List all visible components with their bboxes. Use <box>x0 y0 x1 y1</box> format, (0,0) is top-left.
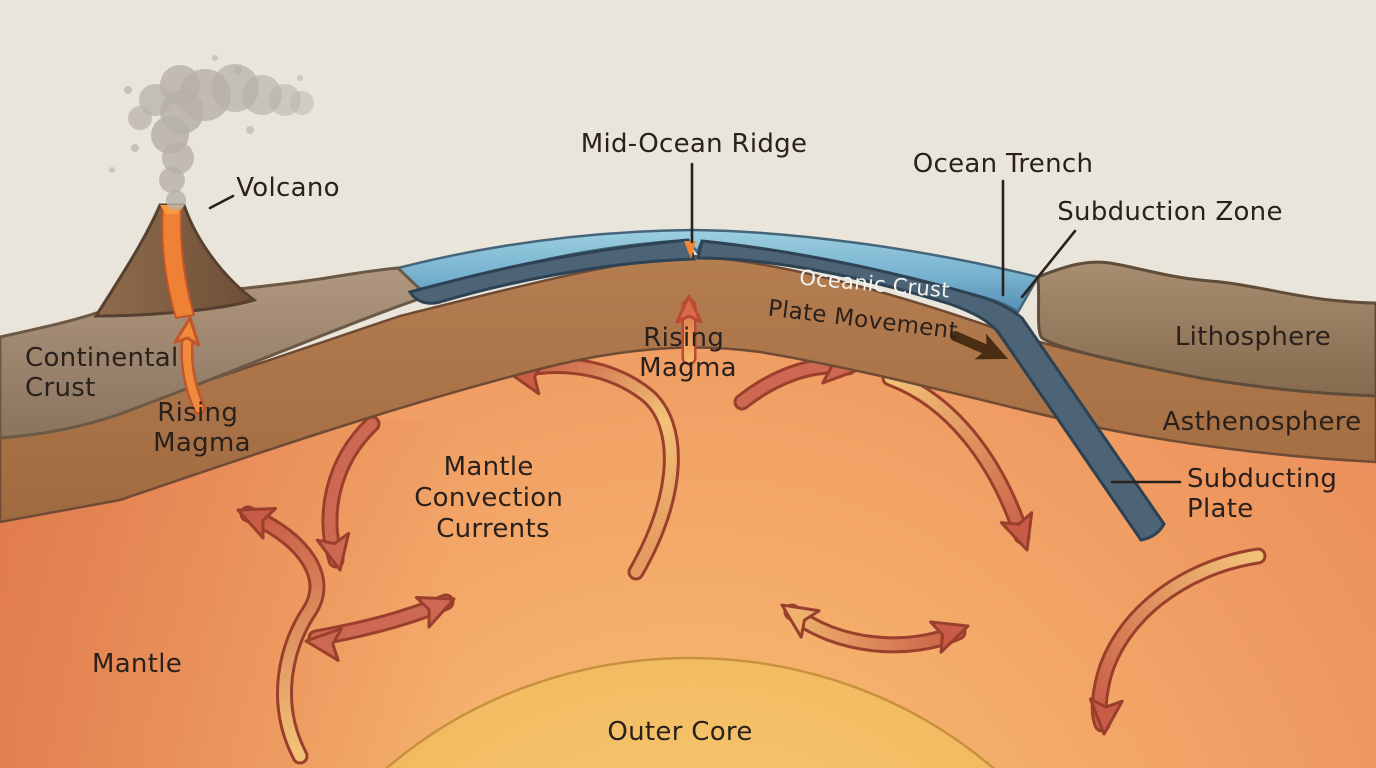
label-subducting-plate: Subducting Plate <box>1187 464 1346 524</box>
convection-arrow-far-right <box>1086 547 1267 737</box>
rising-magma-arrow-ridge <box>675 294 703 366</box>
volcano <box>93 203 258 320</box>
convection-arrows <box>230 349 1267 765</box>
leader-subduction-zone <box>1020 229 1077 299</box>
oceanic-crust-left <box>407 238 697 305</box>
label-continental-crust: Continental Crust <box>25 343 187 403</box>
convection-arrow-right-down <box>881 369 1044 557</box>
convection-arrow-left-bottom <box>302 582 462 662</box>
convection-arrow-left-down <box>315 415 381 575</box>
outer-core <box>385 656 995 768</box>
label-lithosphere: Lithosphere <box>1175 322 1331 352</box>
label-volcano: Volcano <box>236 173 340 203</box>
label-outer-core: Outer Core <box>607 717 752 747</box>
label-mid-ocean-ridge: Mid-Ocean Ridge <box>581 129 808 159</box>
label-rising-magma-volcano: Rising Magma <box>153 398 251 458</box>
subducting-slab <box>696 239 1166 542</box>
label-rising-magma-ridge: Rising Magma <box>639 323 737 383</box>
ridge-magma <box>684 241 696 259</box>
leader-volcano <box>208 194 235 210</box>
convection-arrow-far-left-rise <box>230 493 326 765</box>
label-mantle: Mantle <box>92 649 182 679</box>
rising-magma-arrow-volcano <box>173 315 206 415</box>
right-landmass <box>1036 260 1376 398</box>
convection-arrow-right-bottom <box>771 590 975 654</box>
label-ocean-trench: Ocean Trench <box>913 149 1093 179</box>
convection-arrow-left-top <box>503 354 680 581</box>
magma-conduit <box>161 206 196 320</box>
plate-movement-arrow <box>950 331 1012 370</box>
label-mantle-convection-currents: Mantle Convection Currents <box>414 452 572 544</box>
label-asthenosphere: Asthenosphere <box>1163 407 1362 437</box>
smoke-plume <box>109 55 314 210</box>
label-subduction-zone: Subduction Zone <box>1057 197 1283 227</box>
